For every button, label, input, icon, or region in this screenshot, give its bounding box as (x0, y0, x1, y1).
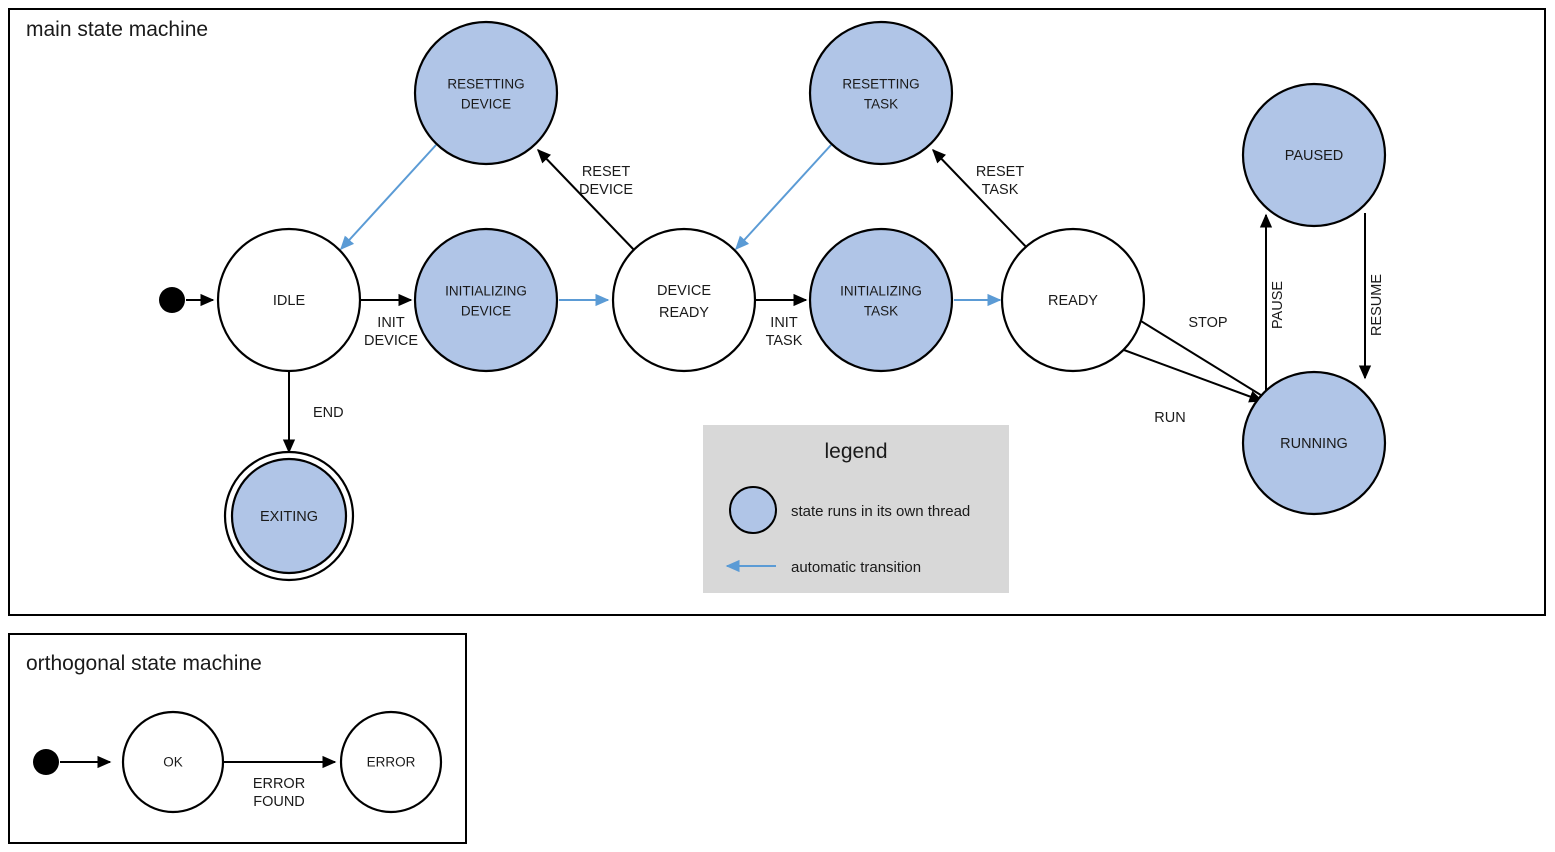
edge-label-pause: PAUSE (1270, 281, 1286, 329)
legend: legend state runs in its own thread auto… (703, 425, 1009, 593)
transition-ready-to-running (1123, 349, 1264, 403)
edge-label-end: END (313, 405, 344, 421)
state-node-running[interactable]: RUNNING (1241, 370, 1387, 516)
state-circle-ok[interactable] (121, 710, 225, 814)
state-label-resetting-task-line1: RESETTING (842, 77, 919, 92)
legend-title: legend (824, 440, 887, 463)
edge-label-error-found-line2: FOUND (253, 794, 305, 810)
orthogonal-states: OK ERROR (33, 710, 443, 814)
edge-label-stop: STOP (1188, 315, 1227, 331)
state-circle-resetting-device[interactable] (413, 20, 559, 166)
state-node-resetting-task[interactable]: RESETTING TASK (808, 20, 954, 166)
edge-label-reset-task-line2: TASK (982, 182, 1019, 198)
state-label-idle: IDLE (273, 293, 306, 309)
legend-thread-swatch-icon (729, 486, 777, 534)
state-label-device-ready-line1: DEVICE (657, 283, 711, 299)
main-states: IDLE INITIALIZING DEVICE RESETTING DEVIC… (159, 20, 1387, 582)
state-node-initializing-device[interactable]: INITIALIZING DEVICE (413, 227, 559, 373)
state-label-exiting: EXITING (260, 509, 318, 525)
state-circle-ready[interactable] (1000, 227, 1146, 373)
state-circle-paused[interactable] (1241, 82, 1387, 228)
state-node-exiting[interactable]: EXITING (223, 450, 355, 582)
state-label-initializing-device-line2: DEVICE (461, 304, 511, 319)
main-transitions: INIT DEVICE RESET DEVICE INIT TASK RESET… (186, 144, 1385, 454)
orthogonal-transitions: ERROR FOUND (60, 755, 337, 810)
state-label-initializing-device-line1: INITIALIZING (445, 284, 527, 299)
state-label-ready: READY (1048, 293, 1098, 309)
state-circle-exiting-inner[interactable] (230, 457, 348, 575)
state-circle-initializing-device[interactable] (413, 227, 559, 373)
state-label-device-ready-line2: READY (659, 305, 709, 321)
main-frame-title: main state machine (26, 18, 208, 41)
transition-running-to-ready (1126, 312, 1265, 398)
transition-resetting-device-to-idle (340, 144, 437, 251)
initial-state-dot[interactable] (159, 287, 185, 313)
edge-label-run: RUN (1154, 410, 1185, 426)
state-circle-initializing-task[interactable] (808, 227, 954, 373)
state-label-error: ERROR (367, 755, 416, 770)
state-label-initializing-task-line1: INITIALIZING (840, 284, 922, 299)
state-node-ok[interactable]: OK (121, 710, 225, 814)
state-label-resetting-device-line2: DEVICE (461, 97, 511, 112)
transition-resetting-task-to-device-ready (735, 144, 832, 251)
state-label-resetting-device-line1: RESETTING (447, 77, 524, 92)
orthogonal-frame-title: orthogonal state machine (26, 652, 262, 675)
state-node-ready[interactable]: READY (1000, 227, 1146, 373)
state-node-initializing-task[interactable]: INITIALIZING TASK (808, 227, 954, 373)
edge-label-reset-device-line1: RESET (582, 164, 630, 180)
state-circle-running[interactable] (1241, 370, 1387, 516)
legend-thread-label: state runs in its own thread (791, 503, 970, 520)
edge-label-init-device-line2: DEVICE (364, 333, 418, 349)
edge-label-init-task-line2: TASK (766, 333, 803, 349)
state-node-idle[interactable]: IDLE (216, 227, 362, 373)
state-circle-device-ready[interactable] (611, 227, 757, 373)
state-node-error[interactable]: ERROR (339, 710, 443, 814)
edge-label-init-device-line1: INIT (377, 315, 405, 331)
edge-label-reset-device-line2: DEVICE (579, 182, 633, 198)
edge-label-reset-task-line1: RESET (976, 164, 1024, 180)
state-node-device-ready[interactable]: DEVICE READY (611, 227, 757, 373)
transition-ready-to-resetting-task (932, 148, 1032, 253)
edge-label-init-task-line1: INIT (770, 315, 798, 331)
legend-auto-label: automatic transition (791, 559, 921, 576)
state-label-running: RUNNING (1280, 436, 1348, 452)
state-label-initializing-task-line2: TASK (864, 304, 898, 319)
edge-label-resume: RESUME (1369, 274, 1385, 336)
state-node-resetting-device[interactable]: RESETTING DEVICE (413, 20, 559, 166)
edge-label-error-found-line1: ERROR (253, 776, 305, 792)
state-circle-error[interactable] (339, 710, 443, 814)
state-label-paused: PAUSED (1285, 148, 1344, 164)
state-circle-idle[interactable] (216, 227, 362, 373)
orthogonal-initial-state-dot[interactable] (33, 749, 59, 775)
state-node-paused[interactable]: PAUSED (1241, 82, 1387, 228)
transition-device-ready-to-resetting-device (537, 148, 637, 253)
state-circle-resetting-task[interactable] (808, 20, 954, 166)
state-label-ok: OK (163, 755, 183, 770)
state-label-resetting-task-line2: TASK (864, 97, 898, 112)
